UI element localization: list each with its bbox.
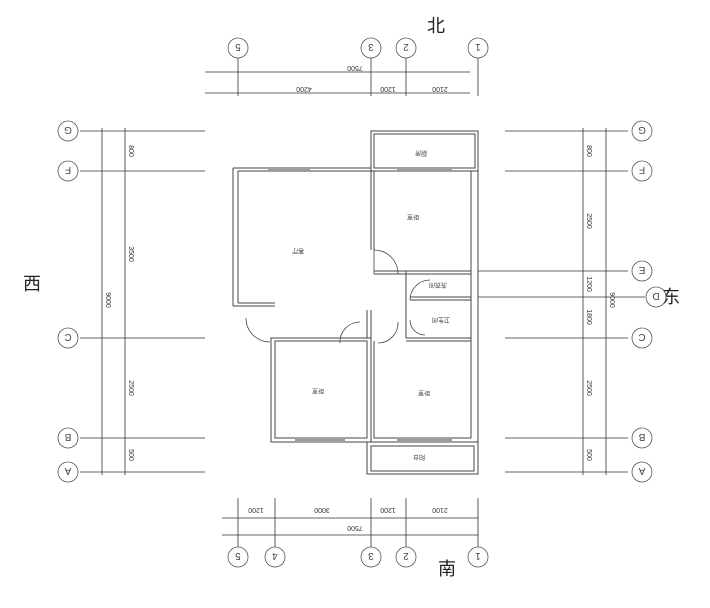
axis-right-D: D bbox=[652, 290, 659, 301]
room-kitchen-label: 厨房 bbox=[415, 149, 427, 157]
axis-top-5: 5 bbox=[235, 41, 241, 52]
windows bbox=[268, 169, 452, 441]
left-axis-bubbles bbox=[57, 120, 79, 483]
bottom-dim-1: 2100 bbox=[432, 506, 448, 513]
room-bedroom-ne-label: 卧室 bbox=[407, 213, 419, 221]
axis-left-C: C bbox=[64, 331, 71, 342]
right-axis-bubbles bbox=[631, 120, 667, 483]
bottom-dim-4: 1200 bbox=[248, 506, 264, 513]
north-label: 北 bbox=[427, 16, 445, 37]
right-dim-2: 2500 bbox=[585, 213, 592, 229]
axis-bottom-3: 3 bbox=[368, 550, 374, 561]
room-bedroom-sw-label: 卧室 bbox=[312, 387, 324, 395]
right-total-dim: 9000 bbox=[608, 292, 615, 308]
axis-top-2: 2 bbox=[403, 41, 409, 52]
bottom-dimensions bbox=[222, 498, 479, 548]
right-dimensions bbox=[478, 128, 645, 475]
top-axis-bubbles bbox=[227, 37, 489, 59]
axis-right-A: A bbox=[638, 465, 645, 476]
axis-left-G: G bbox=[64, 124, 72, 135]
axis-left-A: A bbox=[64, 465, 71, 476]
left-dim-4: 500 bbox=[127, 449, 134, 461]
east-label: 东 bbox=[662, 287, 680, 308]
west-label: 西 bbox=[23, 274, 41, 295]
top-dim-1: 2100 bbox=[432, 85, 448, 92]
top-total-dim: 7500 bbox=[347, 64, 363, 71]
top-dimensions bbox=[205, 58, 479, 96]
axis-bottom-5: 5 bbox=[235, 550, 241, 561]
axis-bottom-1: 1 bbox=[475, 550, 481, 561]
right-dim-5: 2500 bbox=[585, 380, 592, 396]
left-total-dim: 9000 bbox=[104, 292, 111, 308]
door-swings bbox=[245, 249, 431, 344]
walls bbox=[232, 130, 479, 475]
bottom-dim-2: 1200 bbox=[380, 506, 396, 513]
right-dim-6: 500 bbox=[585, 449, 592, 461]
axis-right-E: E bbox=[638, 264, 645, 275]
room-living-label: 客厅 bbox=[292, 247, 304, 255]
left-dim-3: 2500 bbox=[127, 380, 134, 396]
room-bedroom-se-label: 卧室 bbox=[418, 389, 430, 397]
axis-top-1: 1 bbox=[475, 41, 481, 52]
top-dim-3: 4200 bbox=[296, 85, 312, 92]
left-dim-2: 3500 bbox=[127, 246, 134, 262]
right-dim-3: 1200 bbox=[585, 276, 592, 292]
left-dim-1: 800 bbox=[127, 145, 134, 157]
axis-right-F: F bbox=[639, 164, 645, 175]
axis-right-G: G bbox=[638, 124, 646, 135]
bottom-axis-bubbles bbox=[227, 546, 489, 568]
room-laundry-label: 洗衣间 bbox=[429, 281, 447, 289]
south-label: 南 bbox=[438, 559, 456, 580]
axis-top-3: 3 bbox=[368, 41, 374, 52]
room-balcony-label: 阳台 bbox=[413, 453, 425, 461]
axis-bottom-4: 4 bbox=[272, 550, 278, 561]
bottom-total-dim: 7500 bbox=[347, 524, 363, 531]
axis-right-B: B bbox=[638, 431, 645, 442]
axis-left-F: F bbox=[65, 164, 71, 175]
axis-bottom-2: 2 bbox=[403, 550, 409, 561]
right-dim-4: 1800 bbox=[585, 309, 592, 325]
bottom-dim-3: 3000 bbox=[314, 506, 330, 513]
left-dimensions bbox=[80, 128, 205, 475]
room-wc-label: 卫生间 bbox=[432, 316, 450, 324]
axis-left-B: B bbox=[64, 431, 71, 442]
right-dim-1: 800 bbox=[585, 145, 592, 157]
axis-right-C: C bbox=[638, 331, 645, 342]
top-dim-2: 1200 bbox=[380, 85, 396, 92]
